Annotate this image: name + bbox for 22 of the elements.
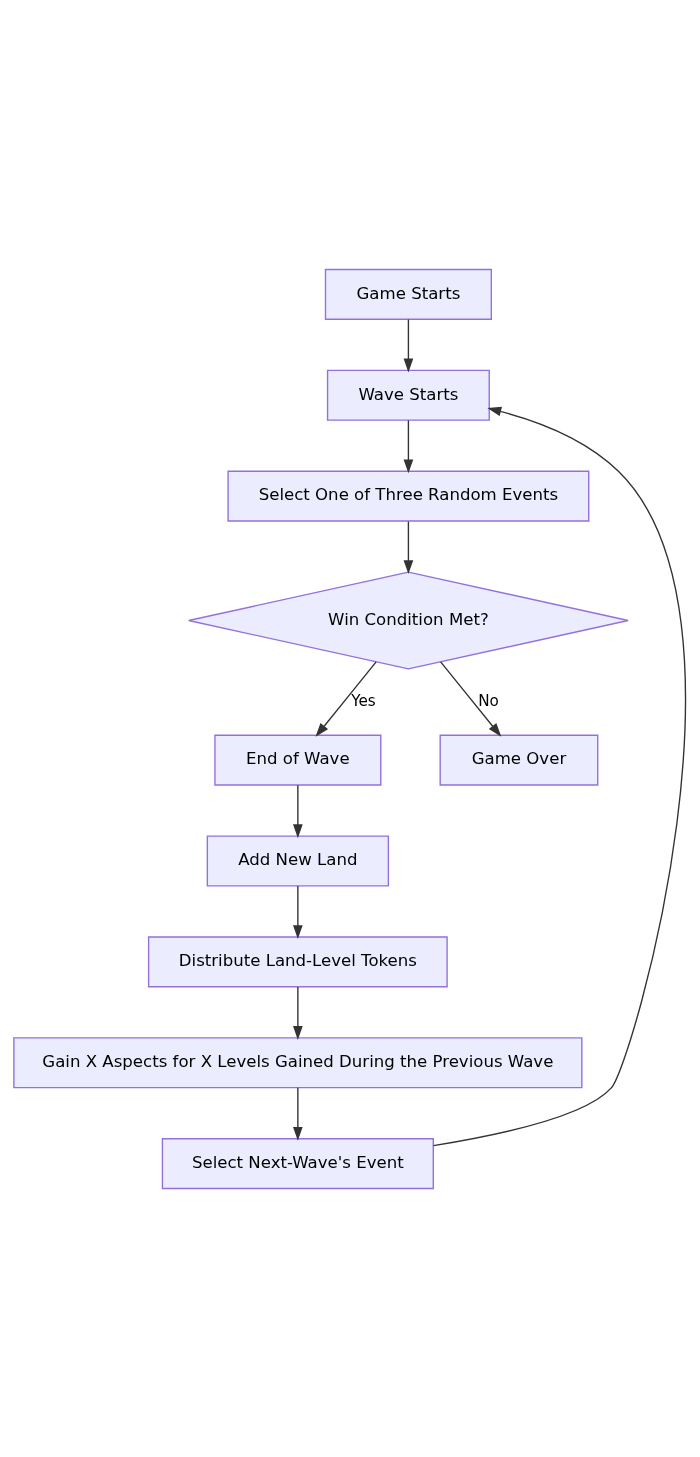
arrow — [293, 784, 303, 838]
arrow — [403, 419, 414, 473]
arrow — [403, 318, 414, 372]
node-box: Distribute Land-Level Tokens — [147, 935, 448, 987]
arrow — [293, 1086, 303, 1141]
arrow — [293, 985, 303, 1040]
node-box: Select Next-Wave's Event — [161, 1137, 434, 1189]
node-box: End of Wave — [214, 734, 382, 786]
edge-label: Yes — [351, 691, 376, 710]
node-box: Wave Starts — [326, 369, 490, 421]
node-box: Game Over — [439, 734, 599, 786]
node-box: Add New Land — [206, 834, 390, 887]
edge-label: No — [478, 691, 499, 710]
arrow — [440, 660, 502, 737]
node-box: Game Starts — [324, 268, 492, 320]
node-box: Gain X Aspects for X Levels Gained During the Previous Wave — [13, 1036, 583, 1088]
node-box: Select One of Three Random Events — [227, 470, 590, 522]
arrow — [315, 660, 377, 737]
node-diamond: Win Condition Met? — [188, 570, 629, 670]
arrow — [293, 884, 303, 939]
arrow — [432, 406, 687, 1146]
arrow — [403, 520, 414, 574]
